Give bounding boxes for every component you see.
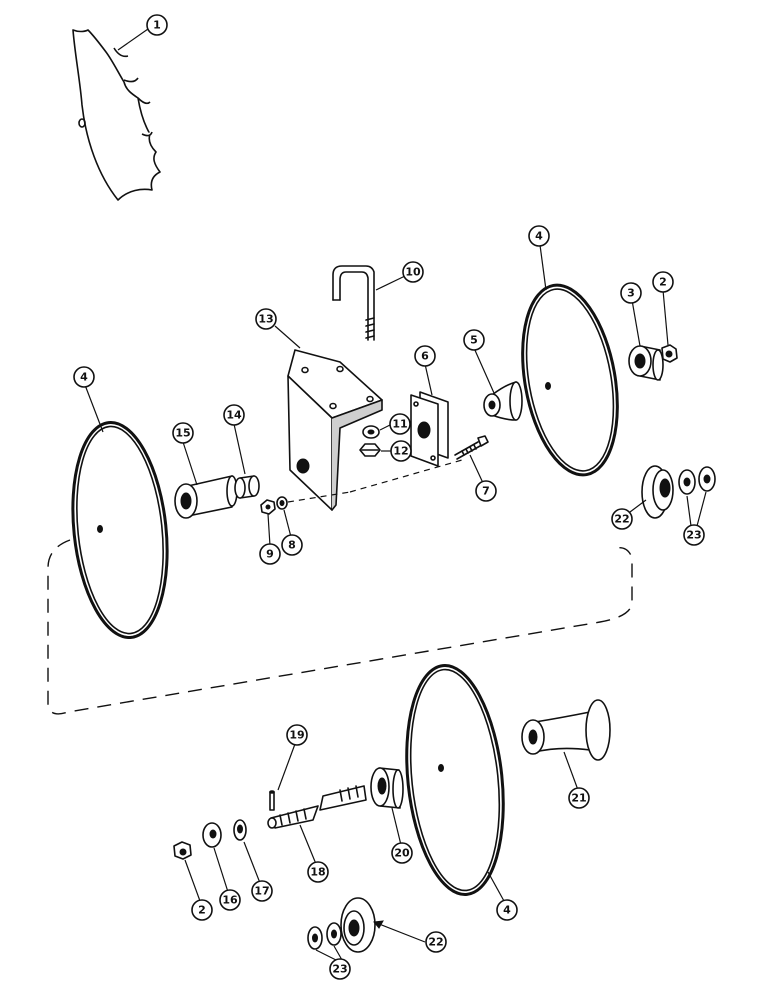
svg-text:10: 10 — [405, 266, 421, 279]
svg-text:17: 17 — [254, 885, 269, 898]
plain-disc-right — [521, 283, 619, 477]
nut-9 — [260, 499, 276, 515]
bearing-cup — [370, 767, 404, 809]
svg-text:3: 3 — [627, 287, 635, 300]
washer-17 — [233, 819, 247, 841]
svg-text:13: 13 — [258, 313, 273, 326]
callout-17: 17 — [251, 880, 273, 902]
spool — [483, 381, 523, 421]
svg-text:15: 15 — [175, 427, 190, 440]
callout-7: 7 — [475, 480, 497, 502]
callout-21: 21 — [568, 787, 590, 809]
bearing-flange — [410, 391, 449, 467]
bushing — [234, 475, 260, 499]
callout-5: 5 — [463, 329, 485, 351]
svg-text:4: 4 — [80, 371, 88, 384]
callout-19: 19 — [286, 724, 308, 746]
svg-text:6: 6 — [421, 350, 429, 363]
plain-disc-left — [71, 420, 169, 640]
cotter-pin — [269, 790, 275, 811]
callout-4-right: 4 — [528, 225, 550, 247]
svg-text:7: 7 — [482, 485, 490, 498]
castle-nut-bottom — [173, 841, 192, 860]
callout-22-top: 22 — [611, 508, 633, 530]
lock-washer-11 — [362, 425, 380, 439]
callout-13: 13 — [255, 308, 277, 330]
svg-text:2: 2 — [198, 904, 206, 917]
callout-4-bottom: 4 — [496, 899, 518, 921]
svg-text:16: 16 — [222, 894, 238, 907]
callout-23-bottom: 23 — [329, 958, 351, 980]
callout-22-bottom: 22 — [425, 931, 447, 953]
svg-text:20: 20 — [394, 847, 410, 860]
washer-16 — [202, 822, 222, 848]
castle-nut-top — [661, 344, 678, 363]
end-cap-bottom — [340, 897, 376, 953]
scalloped-disc — [72, 29, 161, 201]
plain-disc-bottom — [405, 664, 505, 896]
callout-20: 20 — [391, 842, 413, 864]
svg-text:23: 23 — [686, 529, 701, 542]
callout-11: 11 — [389, 413, 411, 435]
callout-16: 16 — [219, 889, 241, 911]
bracket — [287, 349, 383, 511]
leader-lines — [84, 28, 707, 961]
shim-washers-top — [678, 466, 716, 495]
callout-18: 18 — [307, 861, 329, 883]
callout-8: 8 — [281, 534, 303, 556]
callout-14: 14 — [223, 404, 245, 426]
nut-12 — [359, 443, 381, 457]
svg-text:12: 12 — [393, 445, 408, 458]
callout-23-top: 23 — [683, 524, 705, 546]
svg-text:1: 1 — [153, 19, 161, 32]
callout-15: 15 — [172, 422, 194, 444]
callout-1: 1 — [146, 14, 168, 36]
washer-8 — [276, 496, 288, 510]
callout-2-bottom: 2 — [191, 899, 213, 921]
svg-text:21: 21 — [571, 792, 586, 805]
end-cap-top — [641, 465, 674, 519]
svg-text:18: 18 — [310, 866, 325, 879]
bearing — [628, 345, 664, 381]
callout-6: 6 — [414, 345, 436, 367]
svg-text:4: 4 — [535, 230, 543, 243]
svg-text:19: 19 — [289, 729, 304, 742]
svg-text:4: 4 — [503, 904, 511, 917]
svg-text:8: 8 — [288, 539, 296, 552]
svg-text:5: 5 — [470, 334, 478, 347]
callout-9: 9 — [259, 543, 281, 565]
svg-text:22: 22 — [614, 513, 629, 526]
axle-shaft — [267, 785, 367, 829]
callout-10: 10 — [402, 261, 424, 283]
callout-12: 12 — [390, 440, 412, 462]
svg-text:14: 14 — [226, 409, 242, 422]
bolt — [454, 435, 489, 460]
long-spool — [521, 699, 611, 761]
spacer-spool — [174, 475, 238, 519]
callout-2-top: 2 — [652, 271, 674, 293]
callout-4-left: 4 — [73, 366, 95, 388]
shim-washers-bottom — [307, 922, 342, 950]
assembly-line — [47, 539, 633, 715]
svg-text:23: 23 — [332, 963, 347, 976]
u-bolt — [332, 265, 375, 341]
svg-text:2: 2 — [659, 276, 667, 289]
svg-text:11: 11 — [392, 418, 407, 431]
svg-text:9: 9 — [266, 548, 274, 561]
svg-text:22: 22 — [428, 936, 443, 949]
callout-3: 3 — [620, 282, 642, 304]
